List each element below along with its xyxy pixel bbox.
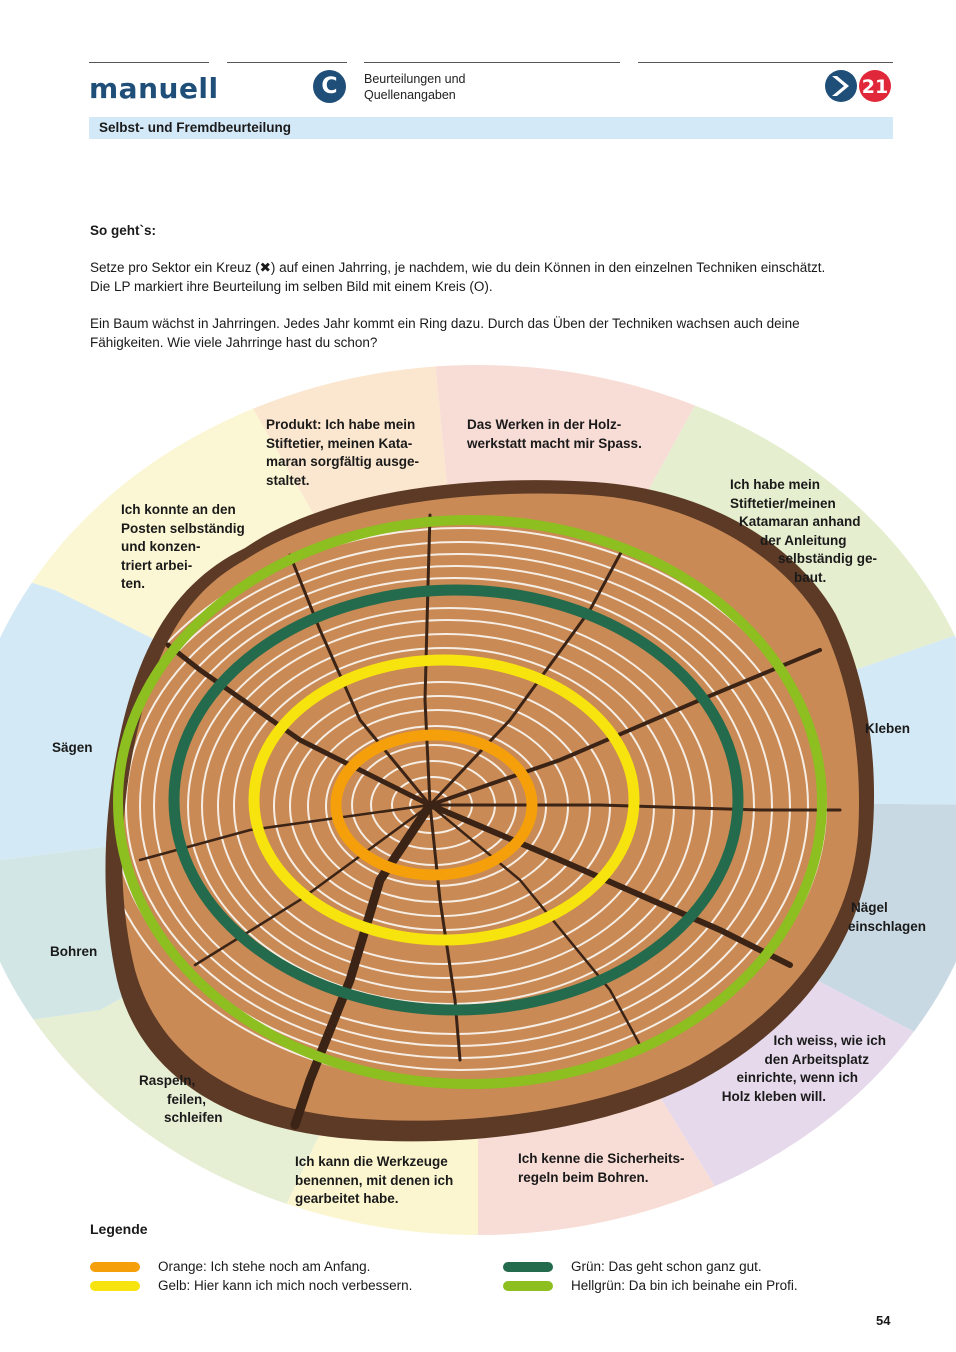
header-rule-2 <box>227 62 347 63</box>
chapter-title: Beurteilungen und Quellenangaben <box>364 71 544 103</box>
label-line: ten. <box>121 576 146 591</box>
legend-text-lightgreen: Hellgrün: Da bin ich beinahe ein Profi. <box>571 1278 798 1293</box>
label-line: einrichte, wenn ich <box>736 1070 858 1085</box>
tree-wood <box>122 493 860 1121</box>
label-line: baut. <box>794 569 827 585</box>
badge-21-icon: 21 <box>825 70 891 102</box>
label-line: Raspeln, <box>139 1073 196 1088</box>
section-title: Selbst- und Fremdbeurteilung <box>99 120 292 135</box>
label-line: Das Werken in der Holz- <box>467 417 622 432</box>
label-line: Stiftetier, meinen Kata- <box>266 435 413 451</box>
label-line: werkstatt macht mir Spass. <box>467 435 642 451</box>
label-werkzeuge: Ich kann die Werkzeuge benennen, mit den… <box>295 1153 453 1209</box>
legend-title: Legende <box>90 1221 148 1237</box>
legend-swatch-yellow <box>90 1281 140 1291</box>
label-line: und konzen- <box>121 539 201 554</box>
legend-text-yellow: Gelb: Hier kann ich mich noch verbessern… <box>158 1278 413 1293</box>
label-line: einschlagen <box>848 918 927 934</box>
label-line: benennen, mit denen ich <box>295 1172 454 1188</box>
label-line: gearbeitet habe. <box>295 1191 399 1206</box>
label-line: Bohren <box>50 944 98 959</box>
legend-swatch-green <box>503 1262 553 1272</box>
legend-swatch-orange <box>90 1262 140 1272</box>
label-line: Posten selbständig <box>121 520 245 536</box>
intro-p2-line1: Ein Baum wächst in Jahrringen. Jedes Jah… <box>90 316 800 331</box>
tree-ring-diagram <box>0 365 956 1235</box>
legend-text-orange: Orange: Ich stehe noch am Anfang. <box>158 1259 371 1274</box>
badge-21-number: 21 <box>862 76 888 98</box>
intro-p1-line2: Die LP markiert ihre Beurteilung im selb… <box>90 279 493 294</box>
label-line: maran sorgfältig ausge- <box>266 454 420 469</box>
label-sicherheit: Ich kenne die Sicherheits- regeln beim B… <box>518 1150 685 1187</box>
legend-text-green: Grün: Das geht schon ganz gut. <box>571 1259 762 1274</box>
label-line: Produkt: Ich habe mein <box>266 417 416 432</box>
page-number: 54 <box>876 1313 891 1328</box>
section-band: Selbst- und Fremdbeurteilung <box>89 117 893 139</box>
intro-paragraph-1: Setze pro Sektor ein Kreuz (✖) auf einen… <box>90 258 900 296</box>
intro-paragraph-2: Ein Baum wächst in Jahrringen. Jedes Jah… <box>90 314 900 352</box>
header-rule-4 <box>638 62 893 63</box>
ring-green <box>168 584 744 1016</box>
header-rule-3 <box>364 62 620 63</box>
ring-yellow <box>248 654 640 946</box>
chapter-title-line1: Beurteilungen und <box>364 72 466 86</box>
chapter-badge: C <box>313 70 346 103</box>
intro-heading: So geht`s: <box>90 223 156 238</box>
chapter-title-line2: Quellenangaben <box>364 88 456 102</box>
wood-cracks <box>138 513 842 1130</box>
label-produkt: Produkt: Ich habe mein Stiftetier, meine… <box>266 416 419 490</box>
label-posten: Ich konnte an den Posten selbständig und… <box>121 501 245 594</box>
label-line: staltet. <box>266 472 310 488</box>
label-line: Katamaran anhand <box>739 514 861 529</box>
header-rule-1 <box>89 62 209 63</box>
label-raspeln: Raspeln, feilen, schleifen <box>130 1072 225 1128</box>
label-saegen: Sägen <box>52 739 93 758</box>
label-werken: Das Werken in der Holz- werkstatt macht … <box>467 416 642 453</box>
label-line: Ich kenne die Sicherheits- <box>518 1151 685 1166</box>
label-line: Ich habe mein <box>730 477 821 492</box>
label-line: Ich weiss, wie ich <box>773 1033 886 1048</box>
label-line: triert arbei- <box>121 557 193 573</box>
label-arbeitsplatz: Ich weiss, wie ich den Arbeitsplatz einr… <box>706 1032 886 1106</box>
label-line: Kleben <box>865 721 911 736</box>
label-line: Ich konnte an den <box>121 502 236 517</box>
label-line: Nägel <box>851 900 888 915</box>
label-line: Ich kann die Werkzeuge <box>295 1154 448 1169</box>
label-anleitung: Ich habe mein Stiftetier/meinen Katamara… <box>720 476 890 587</box>
label-line: feilen, <box>167 1091 207 1107</box>
label-line: regeln beim Bohren. <box>518 1169 649 1185</box>
label-line: schleifen <box>164 1110 223 1125</box>
label-line: Stiftetier/meinen <box>730 495 836 511</box>
label-line: Sägen <box>52 740 93 755</box>
label-line: der Anleitung <box>760 532 847 548</box>
intro-p2-line2: Fähigkeiten. Wie viele Jahrringe hast du… <box>90 335 378 350</box>
label-line: den Arbeitsplatz <box>764 1051 869 1067</box>
brand-logo: manuell <box>89 72 219 105</box>
ring-lightgreen <box>113 515 827 1089</box>
label-line: Holz kleben will. <box>721 1088 826 1104</box>
label-naegel: Nägel einschlagen <box>848 899 926 936</box>
legend-swatch-lightgreen <box>503 1281 553 1291</box>
label-line: selbständig ge- <box>778 551 878 566</box>
label-kleben: Kleben <box>865 720 910 739</box>
intro-p1-line1: Setze pro Sektor ein Kreuz (✖) auf einen… <box>90 260 826 275</box>
label-bohren: Bohren <box>50 943 97 962</box>
ring-orange <box>330 729 538 881</box>
